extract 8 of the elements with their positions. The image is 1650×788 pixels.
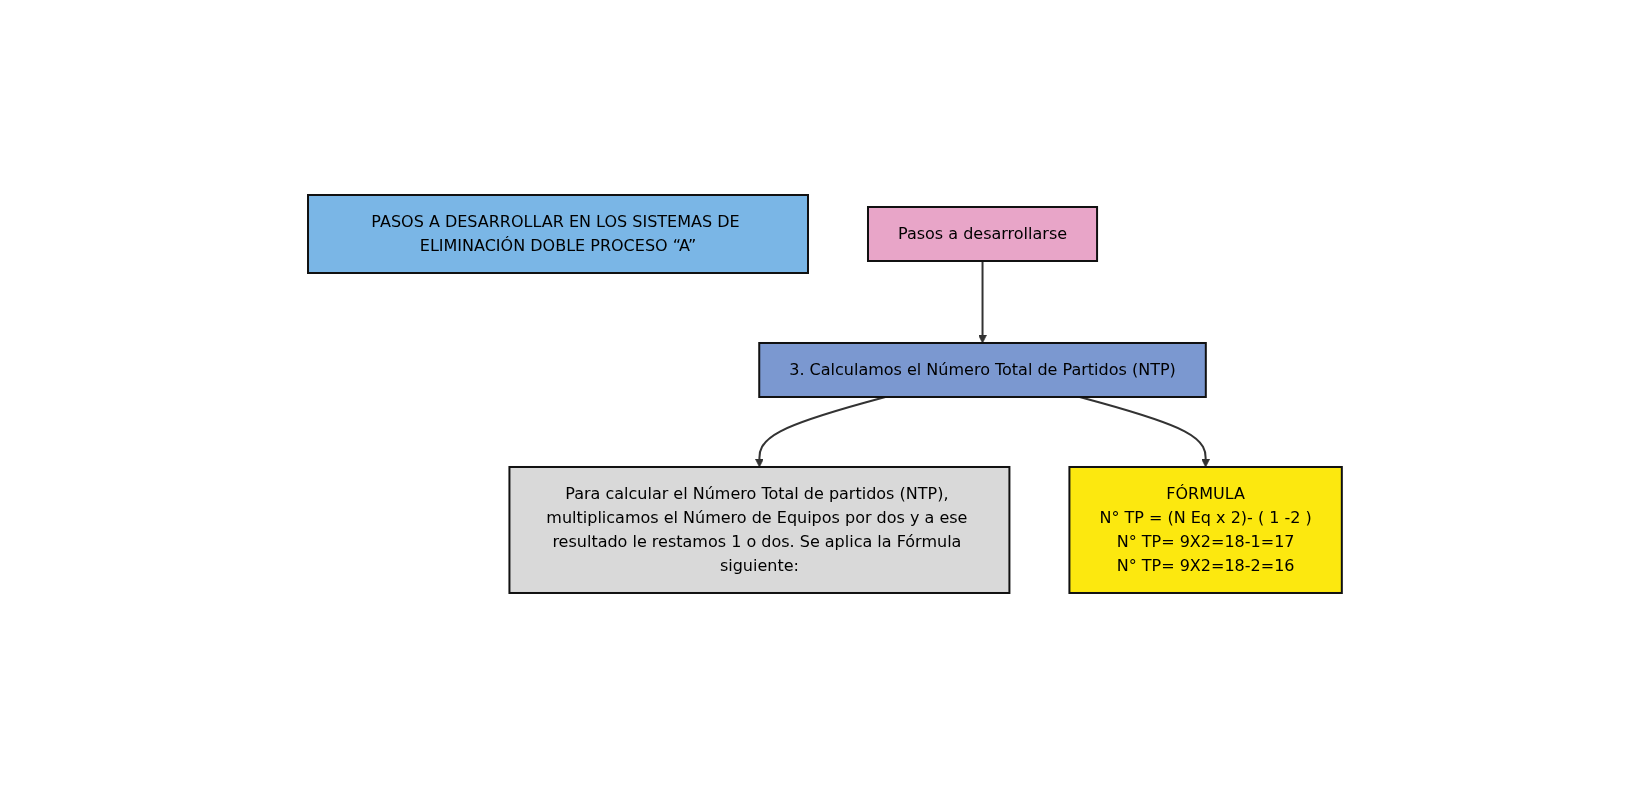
node-box: FÓRMULA N° TP = (N Eq x 2)- ( 1 -2 ) N° TP= 9X2=18-1=17 N° TP= 9X2=18-2=16 — [1068, 466, 1343, 594]
node-box: Pasos a desarrollarse — [867, 206, 1099, 262]
arrow — [755, 396, 887, 468]
node-box: Para calcular el Número Total de partidos (NTP), multiplicamos el Número de Equipos por dos y a ese resultado le restamos 1 o dos. Se aplica la Fórmula siguiente: — [508, 466, 1011, 594]
arrow — [1078, 396, 1211, 468]
node-box: 3. Calculamos el Número Total de Partidos (NTP) — [758, 342, 1207, 398]
node-box: PASOS A DESARROLLAR EN LOS SISTEMAS DE ELIMINACIÓN DOBLE PROCESO “A” — [307, 194, 810, 274]
arrow — [978, 260, 987, 344]
